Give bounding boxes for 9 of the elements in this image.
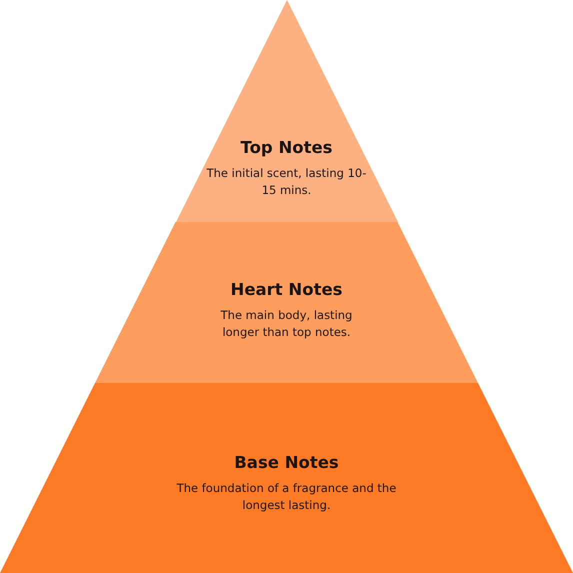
tier-description: The foundation of a fragrance and the longest lasting.: [176, 480, 398, 514]
tier-description: The initial scent, lasting 10-15 mins.: [206, 165, 366, 199]
pyramid-tier: [176, 0, 398, 222]
pyramid-tier: [0, 383, 573, 573]
pyramid-tier: [95, 222, 478, 383]
tier-description: The main body, lasting longer than top notes.: [220, 307, 354, 341]
tier-title: Top Notes: [240, 138, 332, 158]
tier-title: Heart Notes: [230, 280, 342, 300]
tier-title: Base Notes: [234, 453, 339, 473]
